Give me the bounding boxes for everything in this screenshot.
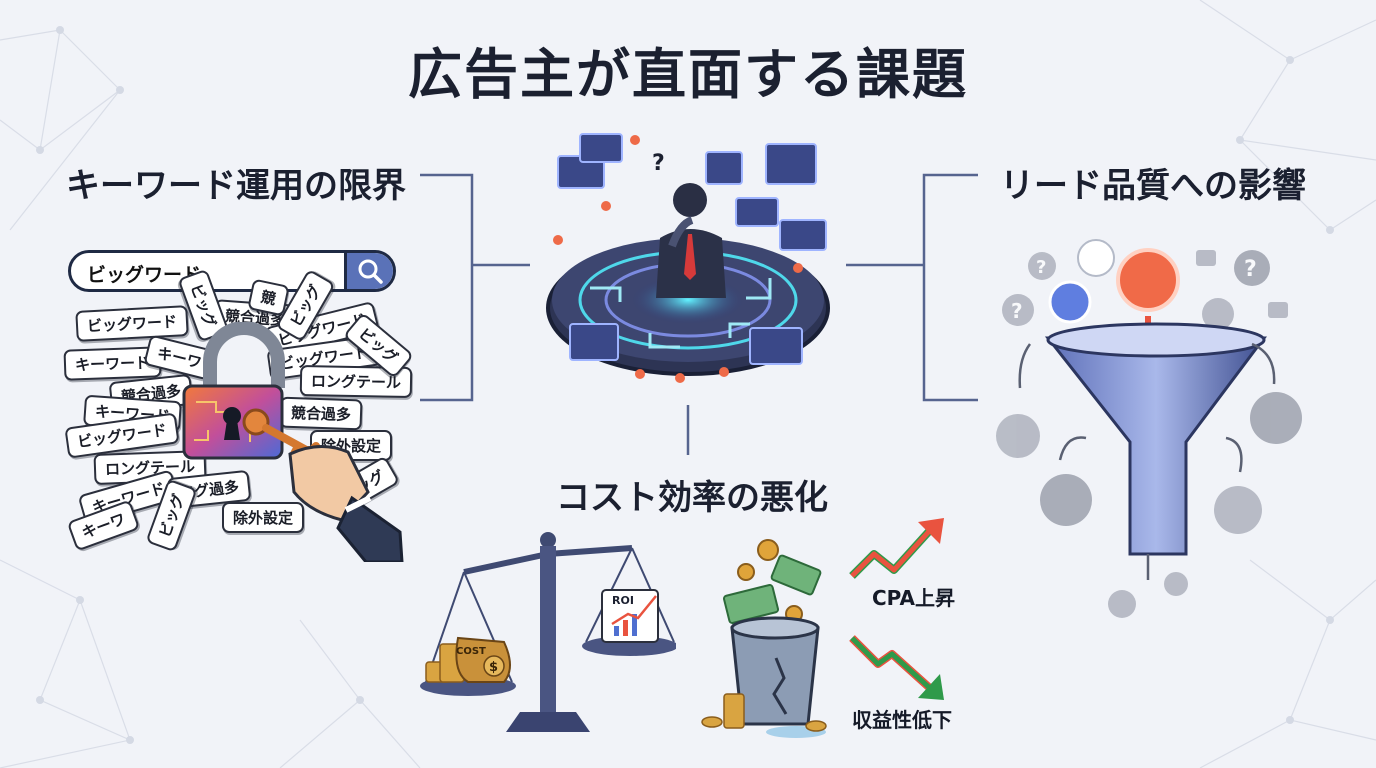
padlock-key-illustration: [182, 322, 404, 562]
floating-screen: [749, 327, 803, 365]
floating-screen: [765, 143, 817, 185]
floating-screen: [735, 197, 779, 227]
svg-text:?: ?: [1011, 299, 1023, 323]
hand-icon: [288, 445, 404, 562]
spilled-coins-icon: [701, 693, 827, 732]
profit-falling-arrow-icon: [849, 635, 944, 700]
svg-text:?: ?: [1036, 257, 1046, 278]
lead-avatar-icon: [1077, 239, 1115, 277]
cpa-rising-arrow-icon: [849, 518, 944, 579]
lead-quality-section-title: リード品質への影響: [1000, 166, 1306, 206]
svg-text:?: ?: [1244, 257, 1257, 282]
cost-bag-label: COST: [456, 646, 486, 657]
keywords-section-title: キーワード運用の限界: [66, 166, 406, 206]
businessman-icon: [656, 183, 726, 298]
lead-avatar-icon: [1048, 280, 1092, 324]
leaking-bucket-illustration: [701, 539, 827, 738]
cost-section-title: コスト効率の悪化: [556, 478, 828, 518]
svg-text:?: ?: [652, 151, 665, 176]
money-bag-icon: COST $: [455, 636, 511, 683]
high-quality-lead-icon: [1116, 248, 1180, 312]
svg-text:$: $: [489, 660, 498, 675]
page-title: 広告主が直面する課題: [408, 43, 968, 106]
padlock-shackle: [203, 322, 285, 388]
search-icon: [358, 259, 383, 284]
keyword-tag: 除外設定: [222, 502, 305, 533]
floating-screen: [779, 219, 827, 251]
bucket-icon: [730, 626, 820, 726]
roi-chart-icon: ROI: [601, 589, 659, 643]
keyword-search-bar[interactable]: ビッグワード: [68, 250, 396, 292]
roi-label: ROI: [612, 594, 634, 607]
floating-screen: [569, 323, 619, 361]
search-text: ビッグワード: [87, 264, 202, 286]
search-button[interactable]: [344, 253, 393, 289]
profitability-decline-label: 収益性低下: [852, 708, 952, 732]
question-mark-icon: ?: [652, 151, 665, 176]
falling-money-icon: [722, 539, 822, 624]
maze-illustration: ?: [546, 133, 830, 383]
low-quality-leads: ? ? ?: [996, 250, 1302, 618]
floating-screen: [705, 151, 743, 185]
lead-funnel-illustration: ? ? ?: [996, 239, 1302, 618]
cpa-rise-label: CPA上昇: [872, 586, 955, 610]
floating-screen: [579, 133, 623, 163]
balance-scale-illustration: COST $ ROI: [420, 532, 676, 732]
